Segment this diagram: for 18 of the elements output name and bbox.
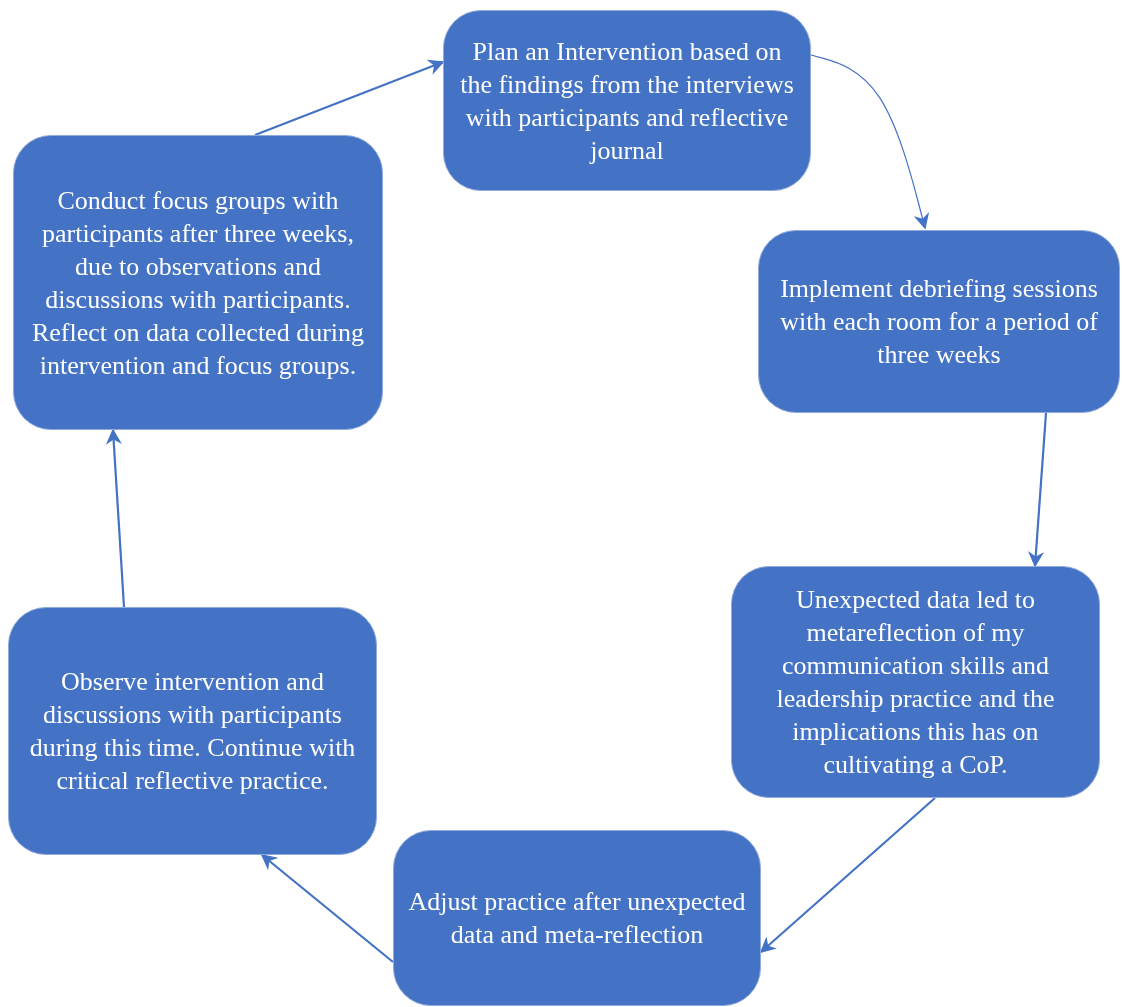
step-text: Implement debriefing sessions with each room for a period of three weeks bbox=[779, 273, 1099, 371]
process-box bbox=[758, 230, 1120, 413]
process-box bbox=[393, 830, 761, 1006]
arrow bbox=[260, 854, 394, 963]
step-text: Observe intervention and discussions with participants during this time. Continue with critical reflective practice. bbox=[28, 666, 357, 797]
arrow bbox=[759, 797, 936, 954]
process-box bbox=[443, 10, 811, 191]
arrow bbox=[1028, 412, 1048, 568]
process-box bbox=[8, 607, 377, 855]
step-text: Plan an Intervention based on the findings from the interviews with participants and reflective journal bbox=[459, 35, 795, 167]
step-text: Conduct focus groups with participants after three weeks, due to observations and discussions with participants. Reflect on data collected during intervention and focus groups. bbox=[30, 184, 366, 382]
process-box bbox=[13, 135, 383, 430]
step-text: Unexpected data led to metareflection of my communication skills and leadership practice and the implications this has on cultivating a CoP. bbox=[775, 584, 1056, 781]
step-text: Adjust practice after unexpected data and meta-reflection bbox=[408, 886, 746, 951]
process-box bbox=[731, 566, 1100, 798]
arrow bbox=[105, 428, 126, 608]
arrow bbox=[810, 54, 930, 230]
arrow bbox=[254, 59, 445, 137]
